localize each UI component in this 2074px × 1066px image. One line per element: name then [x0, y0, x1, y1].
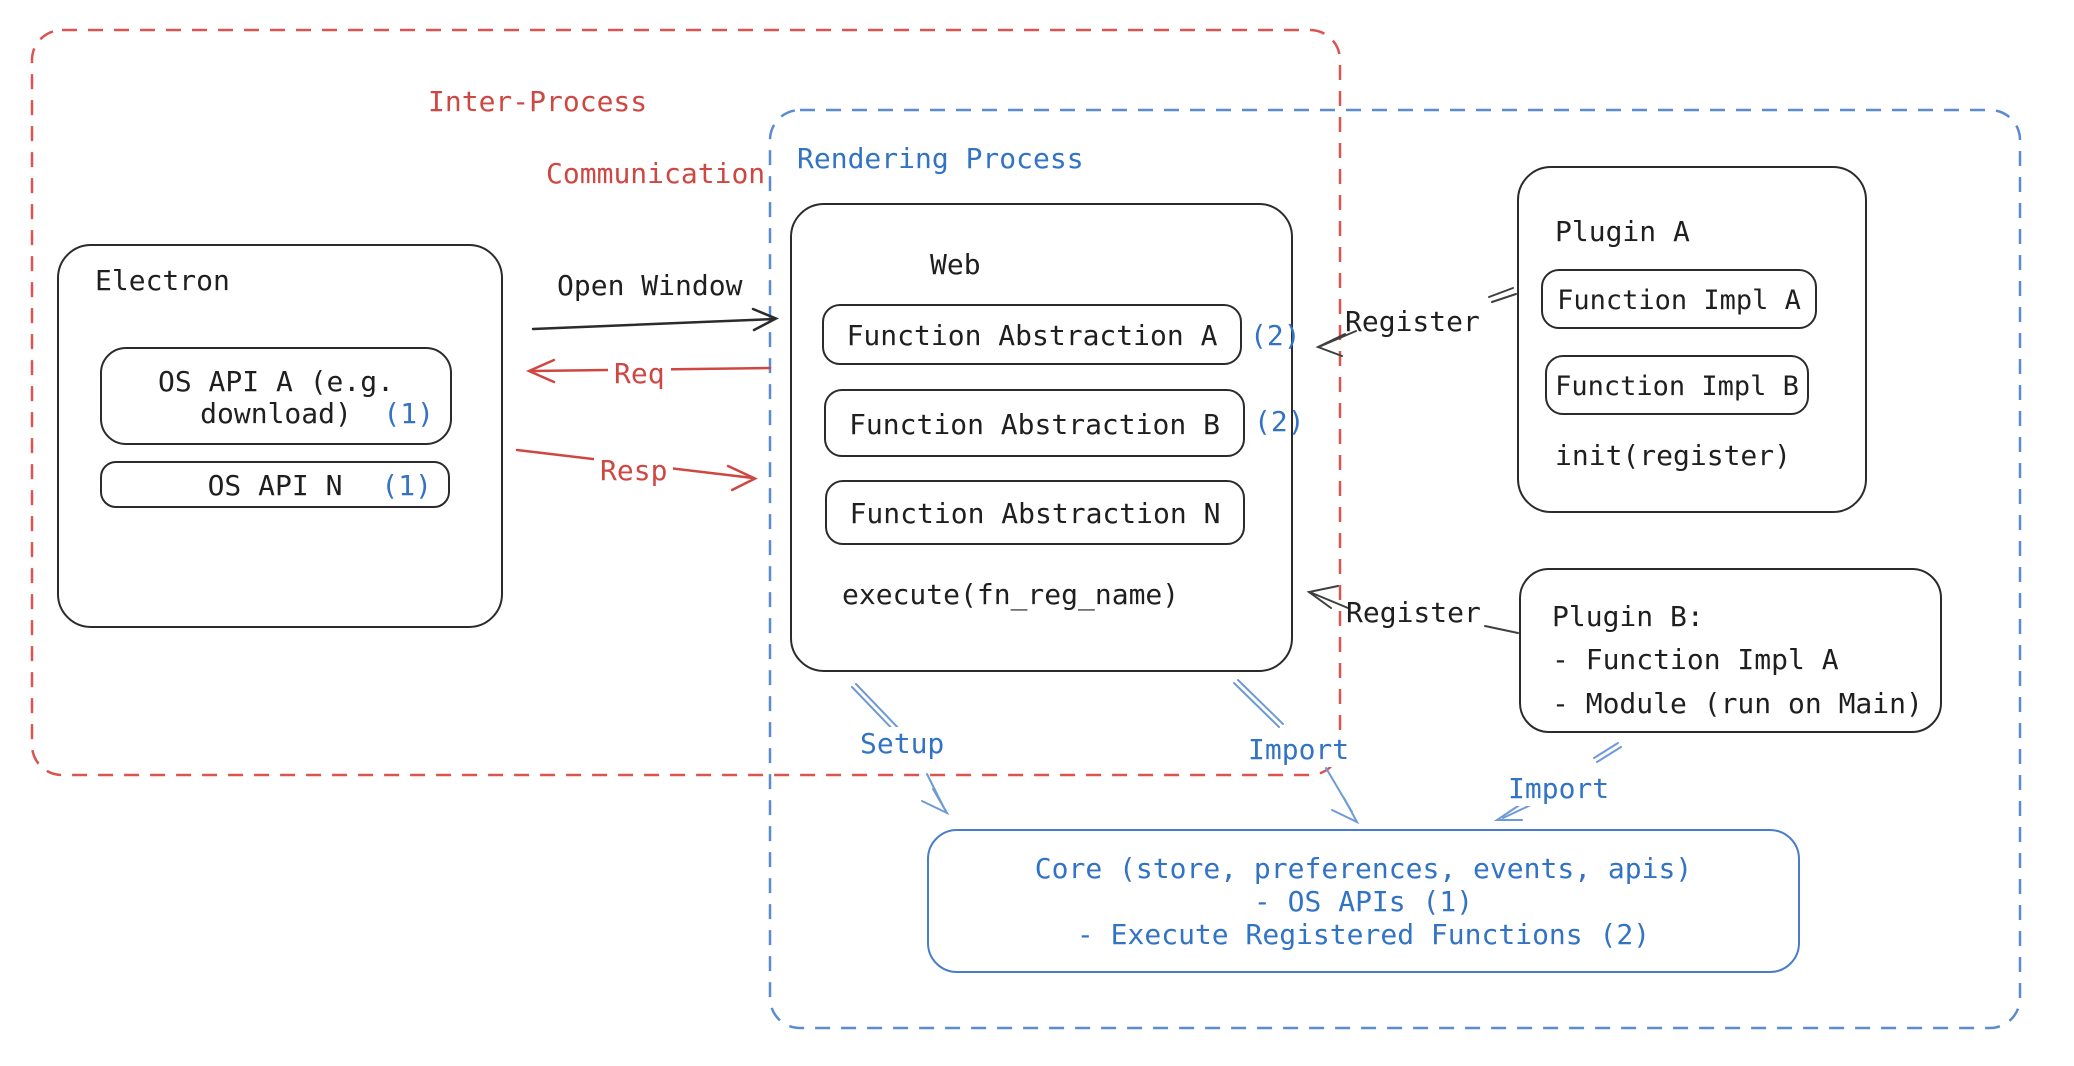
function-impl-b-label: Function Impl B	[1555, 371, 1799, 402]
function-impl-b-box: Function Impl B	[1545, 355, 1809, 415]
core-line-3: - Execute Registered Functions (2)	[1076, 918, 1651, 951]
execute-label: execute(fn_reg_name)	[842, 578, 1180, 611]
web-box: Web Function Abstraction A (2) Function …	[790, 203, 1305, 672]
rendering-process-boundary	[768, 108, 2022, 1030]
import-plugin-label: Import	[1502, 772, 1616, 806]
register-bottom-arrow	[1306, 585, 1519, 634]
register-top-label: Register	[1345, 305, 1480, 338]
core-line-1: Core (store, preferences, events, apis)	[1034, 852, 1693, 885]
electron-box: Electron OS API A (e.g. download) (1) OS…	[57, 244, 503, 628]
open-window-label: Open Window	[557, 269, 743, 302]
register-top-arrow	[1315, 287, 1517, 357]
plugin-b-item-2: - Module (run on Main)	[1552, 687, 1923, 720]
ipc-title-line1: Inter-Process	[428, 85, 648, 118]
function-impl-a-label: Function Impl A	[1557, 285, 1801, 316]
function-abstraction-a-box: Function Abstraction A	[822, 304, 1242, 365]
plugin-a-title: Plugin A	[1555, 215, 1690, 248]
os-api-a-label-line1: OS API A (e.g.	[157, 365, 394, 398]
os-api-a-badge: (1)	[383, 397, 434, 430]
function-abstraction-b-box: Function Abstraction B	[824, 389, 1245, 457]
web-title: Web	[930, 248, 981, 281]
function-abstraction-b-badge: (2)	[1254, 405, 1305, 438]
plugin-b-box: Plugin B: - Function Impl A - Module (ru…	[1519, 568, 1942, 733]
ipc-title: Inter-Process Communication	[428, 84, 765, 192]
os-api-n-label: OS API N	[207, 469, 343, 502]
os-api-n-badge: (1)	[381, 469, 432, 502]
init-register-label: init(register)	[1555, 439, 1792, 472]
plugin-b-item-1: - Function Impl A	[1552, 643, 1839, 676]
plugin-a-box: Plugin A Function Impl A Function Impl B…	[1517, 166, 1867, 513]
electron-title: Electron	[95, 264, 230, 297]
os-api-a-label-line2: download)	[200, 397, 352, 430]
import-web-arrow	[1233, 679, 1360, 825]
os-api-a-box: OS API A (e.g. download) (1)	[100, 347, 452, 445]
function-abstraction-n-label: Function Abstraction N	[849, 497, 1221, 530]
open-window-arrow	[531, 307, 779, 332]
core-box: Core (store, preferences, events, apis) …	[927, 829, 1800, 973]
function-abstraction-a-label: Function Abstraction A	[846, 319, 1218, 352]
function-abstraction-n-box: Function Abstraction N	[825, 480, 1245, 545]
ipc-boundary	[30, 28, 1342, 777]
function-abstraction-b-label: Function Abstraction B	[849, 408, 1220, 441]
rendering-process-title: Rendering Process	[797, 142, 1084, 175]
import-web-label: Import	[1242, 733, 1356, 767]
os-api-n-box: OS API N (1)	[100, 461, 450, 508]
register-bottom-label: Register	[1346, 596, 1481, 629]
ipc-title-line2: Communication	[546, 157, 766, 190]
function-abstraction-a-badge: (2)	[1250, 319, 1301, 352]
function-impl-a-box: Function Impl A	[1541, 269, 1817, 329]
plugin-b-title: Plugin B:	[1552, 600, 1704, 633]
core-line-2: - OS APIs (1)	[1253, 885, 1474, 918]
setup-label: Setup	[854, 727, 951, 761]
req-label: Req	[608, 357, 671, 391]
resp-label: Resp	[594, 454, 674, 488]
